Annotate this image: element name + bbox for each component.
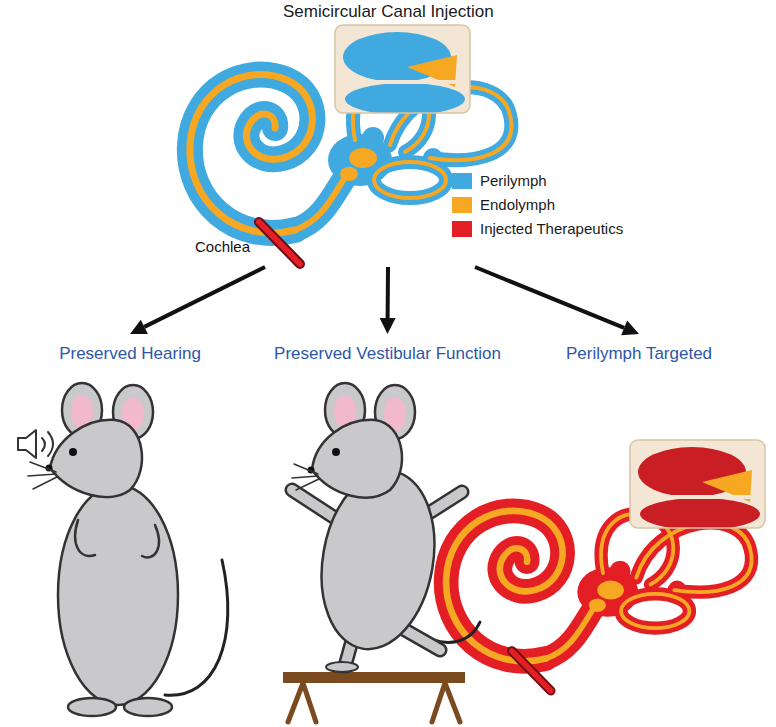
outcome-group: Preserved Vestibular Function (247, 338, 528, 723)
outcome-group: Perilymph Targeted (506, 338, 772, 723)
legend-label: Injected Therapeutics (480, 220, 623, 237)
arrow-head (130, 320, 148, 334)
legend-label: Endolymph (480, 196, 555, 213)
flow-arrow (380, 267, 396, 334)
outcome-label: Preserved Hearing (12, 344, 248, 364)
outcome-group: Preserved Hearing (12, 338, 248, 723)
legend-swatch (452, 197, 472, 213)
legend-row: Perilymph (452, 172, 547, 189)
legend-swatch (452, 173, 472, 189)
inner-ear-red (446, 511, 751, 691)
outcome-label: Perilymph Targeted (506, 344, 772, 364)
arrow-head (621, 321, 639, 336)
flow-arrow (475, 267, 639, 335)
cross-section-inset (335, 25, 470, 115)
arrow-head (380, 318, 396, 334)
flow-arrow (130, 267, 265, 334)
arrow-line (475, 267, 624, 328)
arrow-line (386, 267, 390, 318)
legend-row: Endolymph (452, 196, 555, 213)
cross-section-inset-red (630, 440, 765, 530)
diagram-title: Semicircular Canal Injection (283, 2, 494, 22)
hearing-mouse (18, 383, 228, 716)
part-label: Cochlea (195, 238, 250, 255)
outcome-label: Preserved Vestibular Function (247, 344, 528, 364)
legend-label: Perilymph (480, 172, 547, 189)
arrow-line (144, 267, 265, 327)
balance-mouse (283, 383, 480, 722)
legend-swatch (452, 221, 472, 237)
legend-row: Injected Therapeutics (452, 220, 623, 237)
